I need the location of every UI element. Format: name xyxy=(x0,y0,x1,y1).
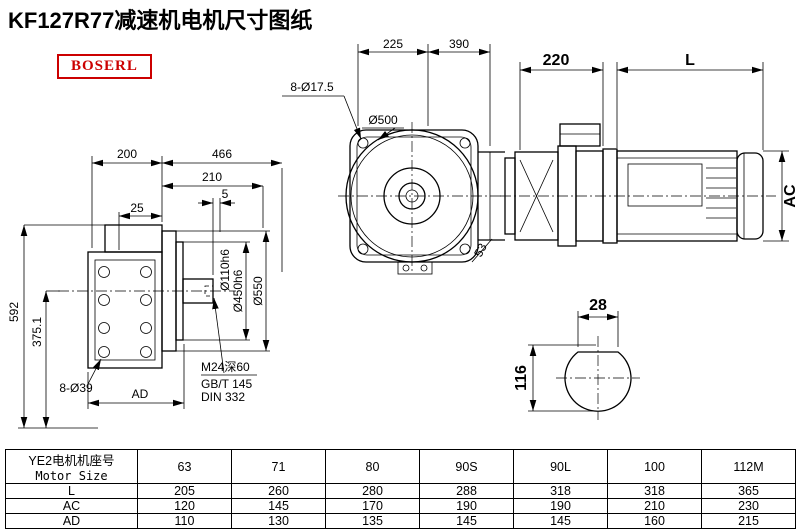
dim-label-592: 592 xyxy=(7,302,21,322)
table-cell: 170 xyxy=(325,498,420,514)
dim-label-AC: AC xyxy=(782,184,799,208)
dim-label-25: 25 xyxy=(130,201,144,215)
hub-circle xyxy=(383,167,441,225)
bolt-hole xyxy=(140,266,152,278)
dim-label-116: 116 xyxy=(513,365,530,391)
table-cell: 318 xyxy=(607,483,702,499)
bolt-hole xyxy=(140,294,152,306)
size-column-header: 90S xyxy=(419,449,514,484)
front-view-dimensions: 225 390 8-Ø17.5 Ø500 53 xyxy=(282,37,493,263)
row-label: L xyxy=(5,483,138,499)
bolt-hole xyxy=(98,294,110,306)
dim-label-225: 225 xyxy=(383,37,403,51)
size-column-header: 80 xyxy=(325,449,420,484)
dim-label-gb-standard: GB/T 145 xyxy=(201,377,252,391)
bolt-hole xyxy=(98,346,110,358)
bolt-hole xyxy=(140,322,152,334)
motor-size-header-cell: YE2电机机座号 Motor Size xyxy=(5,449,138,484)
dim-label-bolt-holes-front: 8-Ø17.5 xyxy=(290,80,334,94)
front-view-gearbox xyxy=(338,122,505,275)
table-row-AD: AD 110 130 135 145 145 160 215 xyxy=(5,513,796,529)
bolt-hole xyxy=(459,243,471,255)
dim-label-53: 53 xyxy=(471,241,490,260)
dim-label-flange-dia: Ø500 xyxy=(368,113,398,127)
size-column-header: 71 xyxy=(231,449,326,484)
size-column-header: 63 xyxy=(137,449,232,484)
table-cell: 280 xyxy=(325,483,420,499)
size-column-header: 100 xyxy=(607,449,702,484)
dim-label-200: 200 xyxy=(117,147,137,161)
motor-size-header-cn: YE2电机机座号 xyxy=(28,454,115,468)
table-cell: 365 xyxy=(701,483,796,499)
dim-label-466: 466 xyxy=(212,147,232,161)
drain-plug-block xyxy=(397,261,433,275)
dim-label-tap-hole: M24深60 xyxy=(201,360,250,374)
table-cell: 190 xyxy=(419,498,514,514)
motor-size-table: YE2电机机座号 Motor Size 63 71 80 90S 90L 100… xyxy=(5,449,796,529)
bolt-hole xyxy=(357,137,369,149)
side-view-dimensions: 200 466 210 5 25 592 375.1 8-Ø39 AD Ø110… xyxy=(7,147,283,429)
table-cell: 160 xyxy=(607,513,702,529)
technical-drawing: 225 390 8-Ø17.5 Ø500 53 xyxy=(7,37,799,429)
terminal-box xyxy=(559,123,601,147)
dim-label-L: L xyxy=(685,52,695,69)
table-cell: 190 xyxy=(513,498,608,514)
table-cell: 145 xyxy=(231,498,326,514)
dim-label-bolt-holes-side: 8-Ø39 xyxy=(59,381,93,395)
dim-label-210: 210 xyxy=(202,170,222,184)
table-cell: 318 xyxy=(513,483,608,499)
gearbox-top-block xyxy=(104,224,163,253)
shaft-cross-section: 28 116 xyxy=(513,297,640,420)
table-cell: 145 xyxy=(419,513,514,529)
bolt-hole xyxy=(98,266,110,278)
size-column-header: 90L xyxy=(513,449,608,484)
table-cell: 230 xyxy=(701,498,796,514)
table-row-AC: AC 120 145 170 190 190 210 230 xyxy=(5,498,796,514)
dim-label-spigot-dia: Ø450h6 xyxy=(231,269,245,312)
table-row-L: L 205 260 280 288 318 318 365 xyxy=(5,483,796,499)
dim-label-28: 28 xyxy=(589,297,607,314)
motor-size-header-en: Motor Size xyxy=(35,469,108,483)
table-cell: 145 xyxy=(513,513,608,529)
dim-label-220: 220 xyxy=(543,52,570,69)
table-cell: 135 xyxy=(325,513,420,529)
bolt-hole xyxy=(459,137,471,149)
table-cell: 260 xyxy=(231,483,326,499)
dim-label-375-1: 375.1 xyxy=(30,317,44,347)
motor-dimensions: 220 L AC xyxy=(519,52,799,242)
table-cell: 120 xyxy=(137,498,232,514)
brand-logo: BOSERL xyxy=(57,54,152,79)
bolt-hole xyxy=(140,346,152,358)
row-label: AC xyxy=(5,498,138,514)
table-cell: 288 xyxy=(419,483,514,499)
shaft-section-outline xyxy=(564,351,632,412)
bolt-hole xyxy=(357,243,369,255)
table-cell: 130 xyxy=(231,513,326,529)
table-cell: 205 xyxy=(137,483,232,499)
row-label: AD xyxy=(5,513,138,529)
stator-core-hatch xyxy=(627,163,703,207)
dim-label-din-standard: DIN 332 xyxy=(201,390,245,404)
side-view-gearbox xyxy=(58,224,236,369)
motor-view xyxy=(500,123,776,247)
table-cell: 215 xyxy=(701,513,796,529)
page-title: KF127R77减速机电机尺寸图纸 xyxy=(8,8,313,33)
dim-label-flange-outer-dia: Ø550 xyxy=(251,276,265,306)
dim-label-5: 5 xyxy=(222,187,229,201)
table-cell: 110 xyxy=(137,513,232,529)
size-column-header: 112M xyxy=(701,449,796,484)
dim-label-390: 390 xyxy=(449,37,469,51)
dim-label-AD: AD xyxy=(132,387,149,401)
dim-label-shaft-dia: Ø110h6 xyxy=(218,249,232,291)
table-cell: 210 xyxy=(607,498,702,514)
table-header-row: YE2电机机座号 Motor Size 63 71 80 90S 90L 100… xyxy=(5,449,796,484)
bolt-hole xyxy=(98,322,110,334)
